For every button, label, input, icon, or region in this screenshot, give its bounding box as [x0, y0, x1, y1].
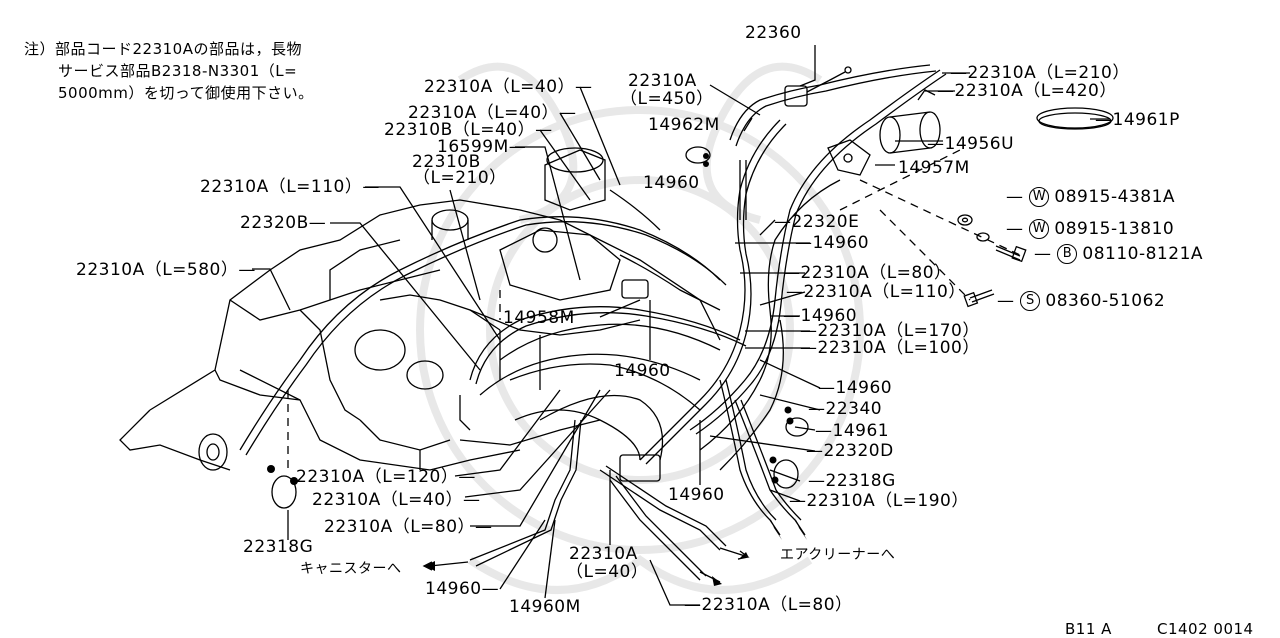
label-22310A-450-b: （L=450） — [620, 89, 714, 109]
bolt-2 — [963, 289, 995, 308]
label-14960M: 14960M — [509, 597, 581, 617]
label-14962M: 14962M — [648, 115, 720, 135]
label-14960-b: —14960 — [795, 233, 870, 253]
fastener-4-part: 08360-51062 — [1045, 291, 1166, 311]
label-14961: —14961 — [815, 421, 890, 441]
label-14960-c: —14960 — [783, 306, 858, 326]
washer-1 — [957, 214, 973, 226]
fastener-1-symbol: W — [1029, 187, 1050, 207]
component-22340 — [619, 454, 661, 482]
usage-note: 注）部品コード22310Aの部品は，長物 サービス部品B2318-N3301（L… — [24, 38, 314, 104]
label-14956U: —14956U — [927, 134, 1015, 154]
fastener-3-part: 08110-8121A — [1082, 244, 1204, 264]
bolt-1 — [995, 245, 1027, 263]
label-22320D: —22320D — [806, 441, 894, 461]
component-22360 — [784, 66, 852, 107]
label-22310A-190: —22310A（L=190） — [789, 491, 969, 511]
label-22310A-80-b: 22310A（L=80）— — [324, 517, 493, 537]
component-14962M — [685, 146, 711, 164]
component-14961P — [1036, 107, 1114, 130]
leader-lines — [252, 45, 1110, 606]
fastener-1-part: 08915-4381A — [1054, 187, 1176, 207]
label-22310A-210: —22310A（L=210） — [950, 63, 1130, 83]
label-22318G-left: 22318G — [243, 537, 314, 557]
label-22310A-80-a: —22310A（L=80） — [783, 263, 952, 283]
footer-model: B11 A — [1065, 620, 1112, 638]
label-22310A-40-a: 22310A（L=40）— — [424, 77, 593, 97]
note-line-1: 注）部品コード22310Aの部品は，長物 — [24, 40, 302, 58]
label-14960-g: 14960— — [425, 579, 500, 599]
label-22310A-120: 22310A（L=120）— — [296, 467, 476, 487]
label-22310A-40-c: 22310A（L=40）— — [312, 490, 481, 510]
dashed-reference-lines — [287, 149, 1021, 470]
fastener-2-symbol: W — [1029, 219, 1050, 239]
fittings — [267, 153, 807, 586]
label-22310A-110-right: —22310A（L=110） — [786, 282, 966, 302]
label-22310A-580: 22310A（L=580）— — [76, 260, 256, 280]
fastener-3-symbol: B — [1057, 244, 1078, 264]
label-22318G-right: —22318G — [808, 471, 896, 491]
label-22310B-210-b: （L=210） — [413, 168, 507, 188]
label-14957M: 14957M — [898, 158, 970, 178]
note-line-3: 5000mm）を切って御使用下さい。 — [58, 84, 314, 102]
label-22310A-40-d-a: 22310A — [569, 544, 638, 564]
component-22318G-right — [773, 459, 799, 489]
component-14958M — [621, 279, 649, 299]
label-22310A-450-a: 22310A — [628, 71, 697, 91]
label-22310A-110-left: 22310A（L=110）— — [200, 177, 380, 197]
label-to-aircleaner: エアクリーナーへ — [780, 547, 896, 563]
label-14960-d: 14960 — [614, 361, 671, 381]
component-14961 — [785, 417, 809, 437]
component-22318G-left — [271, 475, 297, 509]
label-16599M: 16599M— — [437, 137, 527, 157]
component-14956U — [879, 89, 941, 154]
label-22360: 22360 — [745, 23, 802, 43]
component-14957M — [827, 139, 871, 176]
label-22310A-40-d-b: （L=40） — [566, 562, 649, 582]
label-22310A-170: —22310A（L=170） — [800, 321, 980, 341]
arrow-to-canister — [422, 561, 469, 571]
footer-code: C1402 0014 — [1157, 620, 1254, 638]
label-14960-f: 14960 — [668, 485, 725, 505]
label-14961P: —14961P — [1095, 110, 1180, 130]
label-22320E: —22320E — [774, 212, 860, 232]
fastener-2-part: 08915-13810 — [1054, 219, 1175, 239]
label-to-canister: キャニスターへ — [300, 561, 402, 577]
label-22310A-100: —22310A（L=100） — [800, 338, 980, 358]
note-line-2: サービス部品B2318-N3301（L= — [58, 62, 298, 80]
fastener-4-symbol: S — [1020, 291, 1041, 311]
label-14960-a: 14960 — [643, 173, 700, 193]
label-22310B-40: 22310B（L=40）— — [384, 120, 553, 140]
label-22310A-80-c: —22310A（L=80） — [684, 595, 853, 615]
watermark-emblem — [416, 62, 864, 594]
label-22310B-210-a: 22310B — [412, 152, 481, 172]
label-22310A-420: —22310A（L=420） — [937, 81, 1117, 101]
engine-block — [119, 147, 721, 471]
label-14960-e: —14960 — [818, 378, 893, 398]
hose-lines — [239, 64, 947, 581]
label-22320B: 22320B— — [240, 213, 327, 233]
label-14958M: 14958M — [503, 308, 575, 328]
label-22340: —22340 — [808, 399, 883, 419]
label-22310A-40-b: 22310A（L=40）— — [408, 103, 577, 123]
washer-2 — [976, 232, 990, 242]
